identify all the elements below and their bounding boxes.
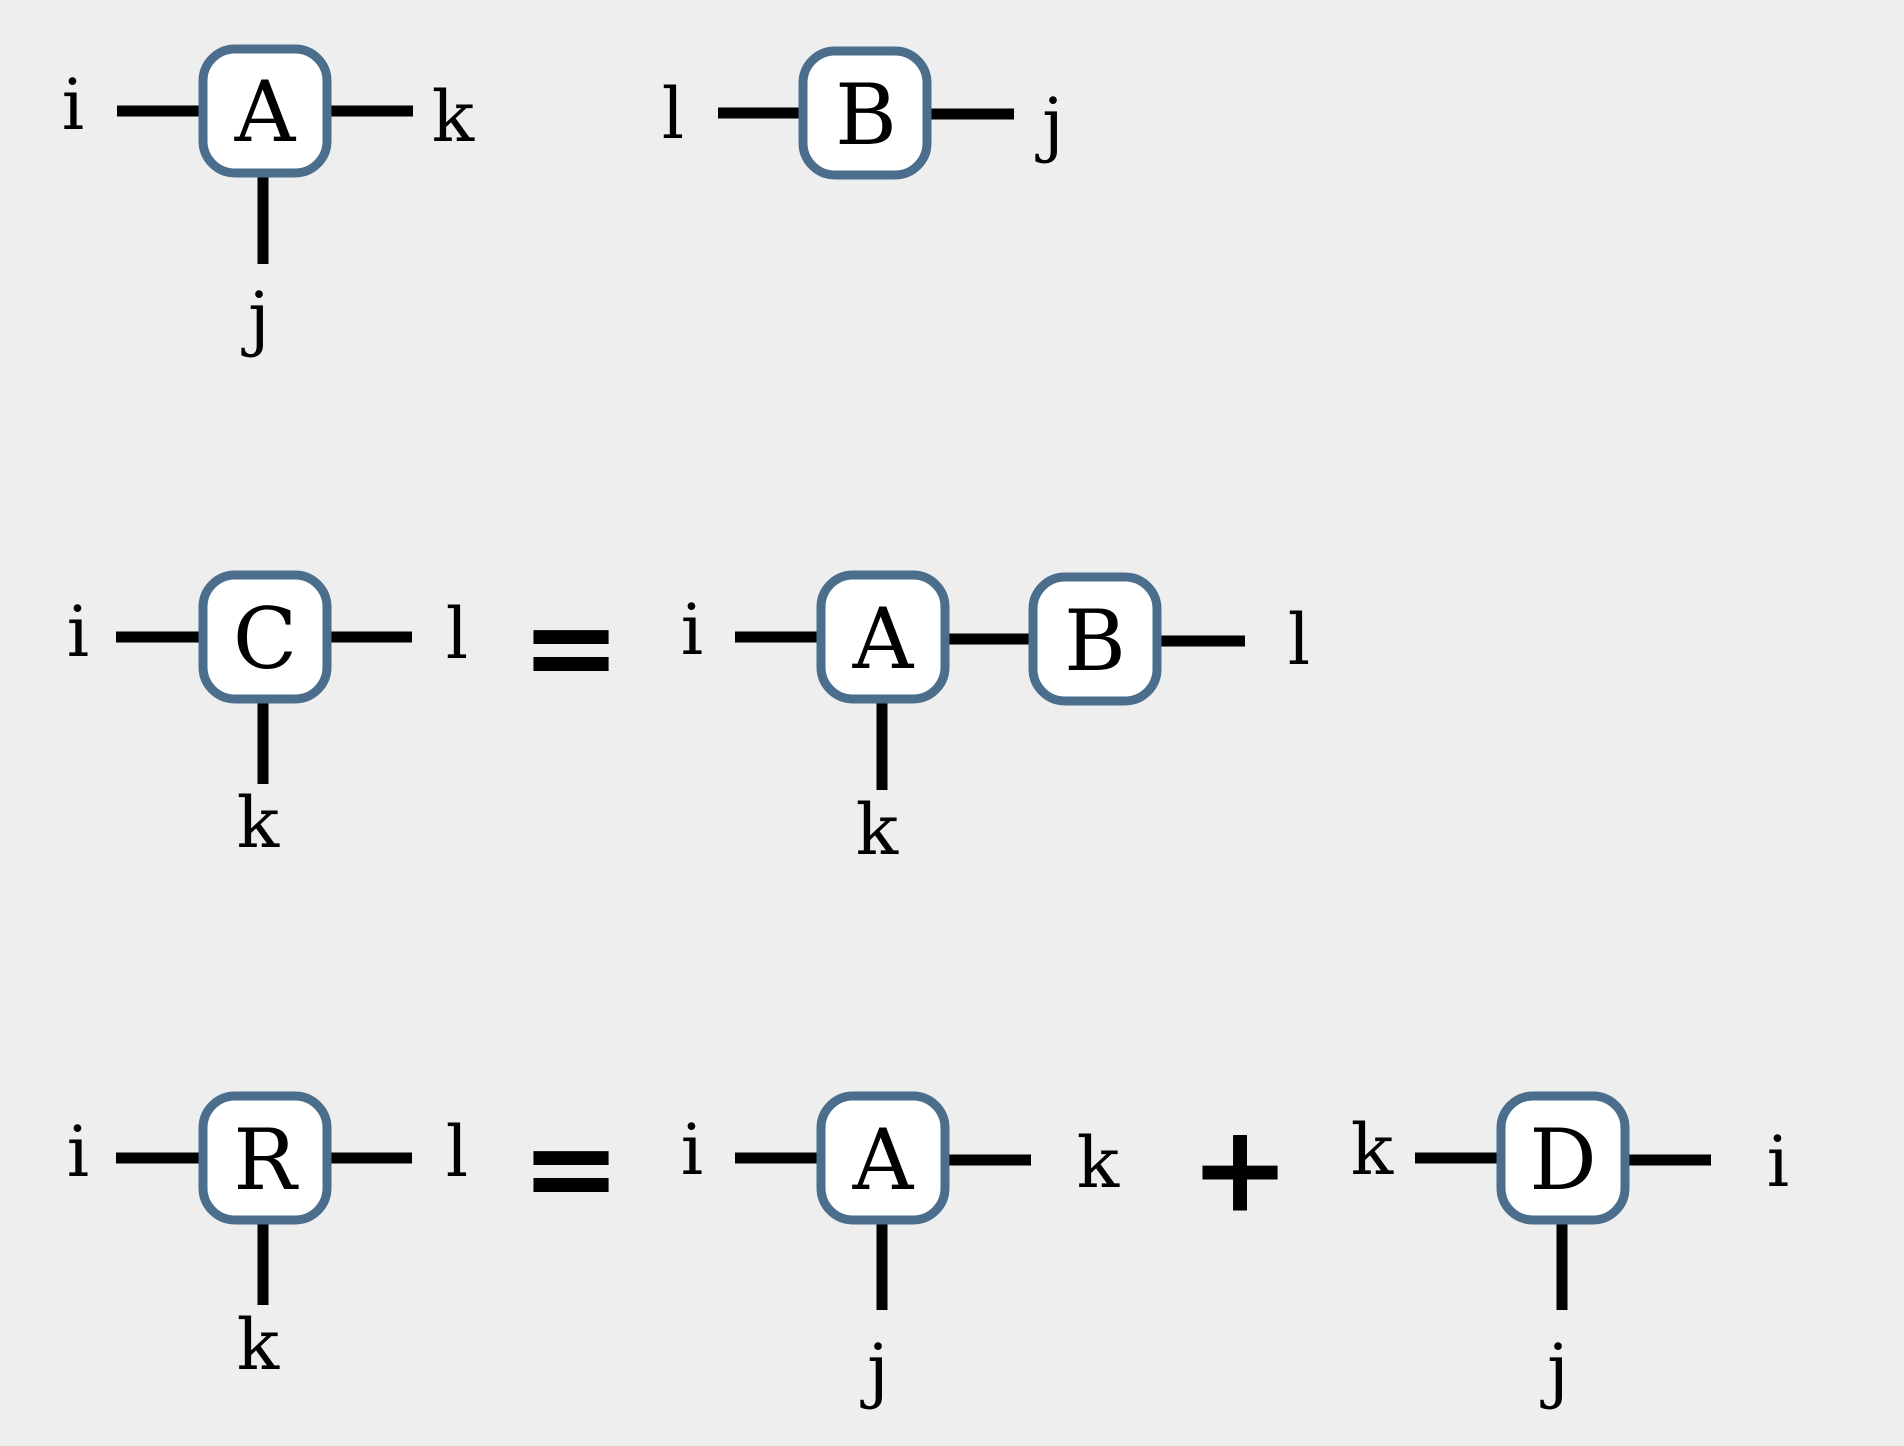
tensor-r-name: R [233,1111,299,1209]
tensor-b-name: B [1064,592,1126,690]
tensor-a-row3: A i k j [681,1091,1120,1411]
index-i-label: i [1767,1121,1789,1203]
tensor-d-name: D [1529,1111,1596,1209]
tensor-r-box [198,1091,332,1225]
index-k-label: k [856,789,899,871]
index-i-label: i [681,1109,703,1191]
index-l-label: l [1288,599,1310,681]
tensor-b-box [798,46,932,180]
tensor-b-row2: B l [1028,572,1310,706]
tensor-d-box [1496,1091,1630,1225]
tensor-b-row1: B l j [662,46,1064,180]
index-i-label: i [67,591,89,673]
index-k-label: k [432,76,475,158]
equals-sign: = [521,1100,622,1239]
equals-sign: = [521,579,622,718]
index-j-label: j [241,277,270,359]
index-l-label: l [446,1111,468,1193]
tensor-a-name: A [852,590,915,688]
plus-sign: + [1190,1101,1291,1240]
tensor-a-name: A [234,63,297,161]
tensor-b-name: B [835,66,897,164]
tensor-a-row1: A i k j [62,44,475,359]
tensor-c-row2: C i l k [67,570,468,864]
index-k-label: k [237,1304,280,1386]
tensor-a-row2: A i k [681,570,1033,871]
index-j-label: j [1035,83,1064,165]
index-i-label: i [681,589,703,671]
index-j-label: j [1540,1329,1569,1411]
tensor-b-box [1028,572,1162,706]
tensor-c-name: C [233,590,297,688]
index-l-label: l [662,73,684,155]
index-l-label: l [446,593,468,675]
tensor-a-box [816,1091,950,1225]
tensor-r-row3: R i l k [67,1091,468,1386]
index-i-label: i [67,1111,89,1193]
tensor-c-box [198,570,332,704]
tensor-a-name: A [852,1111,915,1209]
tensor-d-row3: D k i j [1351,1091,1789,1411]
index-i-label: i [62,64,84,146]
tensor-a-box [198,44,332,178]
index-k-label: k [1077,1122,1120,1204]
index-k-label: k [237,782,280,864]
index-k-label: k [1351,1109,1394,1191]
tensor-a-box [816,570,950,704]
index-j-label: j [860,1329,889,1411]
